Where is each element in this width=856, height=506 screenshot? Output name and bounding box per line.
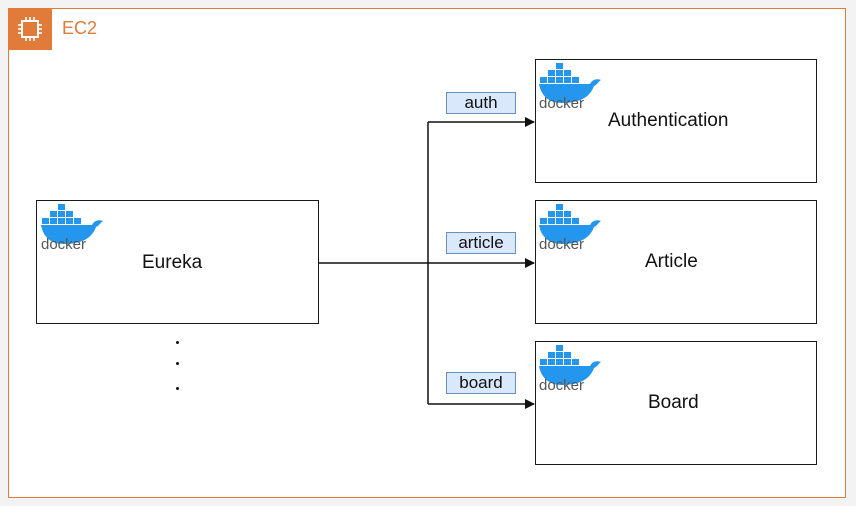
authentication-label: Authentication <box>608 110 729 131</box>
svg-text:docker: docker <box>539 377 584 391</box>
ec2-chip-icon <box>8 8 52 50</box>
route-label-article: article <box>446 232 516 254</box>
docker-logo-icon: docker <box>539 63 601 109</box>
ellipsis-dot <box>176 387 179 390</box>
eureka-label: Eureka <box>142 252 203 273</box>
docker-logo-icon: docker <box>41 204 103 250</box>
route-label-board: board <box>446 372 516 394</box>
svg-text:docker: docker <box>41 236 86 250</box>
docker-logo-icon: docker <box>539 345 601 391</box>
article-box <box>535 200 817 324</box>
svg-text:docker: docker <box>539 95 584 109</box>
docker-logo-icon: docker <box>539 204 601 250</box>
ellipsis-dot <box>176 362 179 365</box>
ellipsis-dot <box>176 341 179 344</box>
board-box <box>535 341 817 465</box>
authentication-box <box>535 59 817 183</box>
ec2-title: EC2 <box>62 18 98 38</box>
route-label-auth: auth <box>446 92 516 114</box>
article-label: Article <box>645 251 698 272</box>
svg-text:docker: docker <box>539 236 584 250</box>
eureka-box <box>36 200 319 324</box>
board-label: Board <box>648 392 699 413</box>
